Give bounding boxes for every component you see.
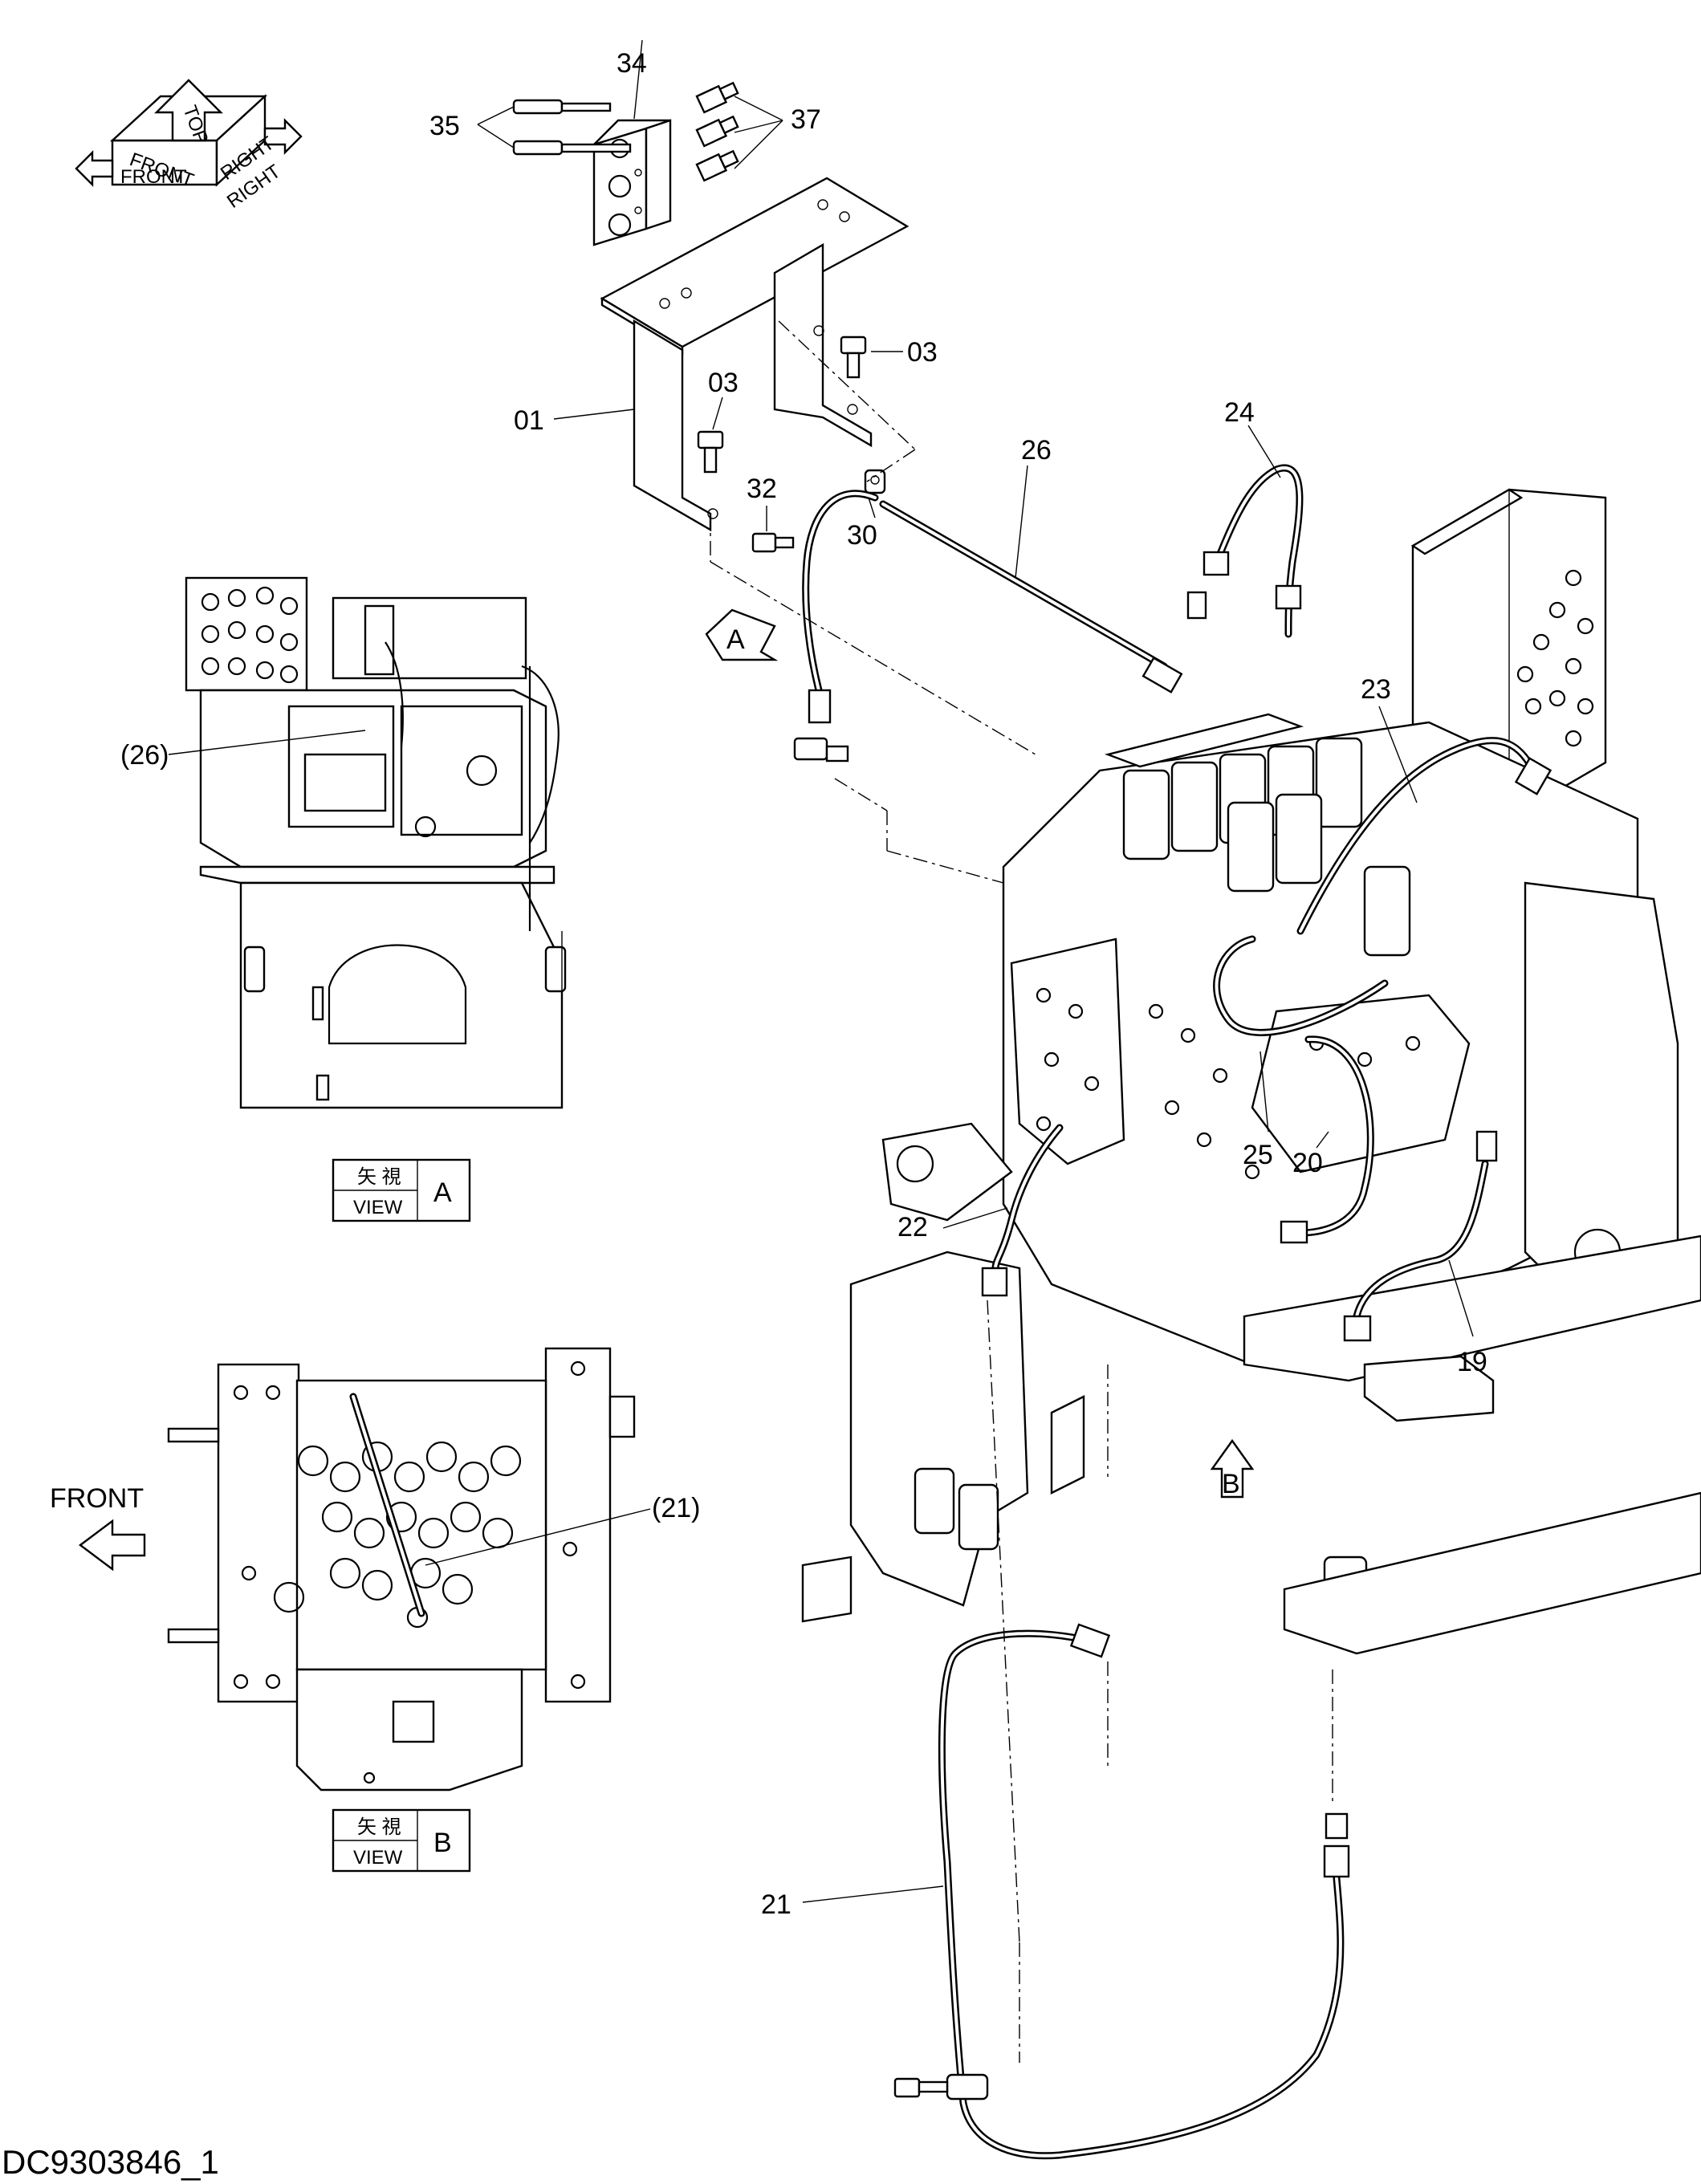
drawing-id: DC9303846_1: [2, 2143, 219, 2181]
orientation-front-label-2: FRONT: [120, 166, 187, 188]
callout-22: 22: [897, 1212, 928, 1242]
view-b-front-label: FRONT: [50, 1483, 144, 1514]
hose-25: [1213, 935, 1389, 1036]
callout-24: 24: [1224, 397, 1255, 428]
bolt-32: [751, 532, 795, 553]
hose-26: [793, 490, 1183, 763]
bracket-01: [600, 177, 910, 532]
hose-19: [1343, 1130, 1498, 1342]
view-a-caption: 矢 視 VIEW A: [332, 1158, 471, 1222]
hose-20: [1280, 1035, 1374, 1244]
view-b-caption: 矢 視 VIEW B: [332, 1808, 471, 1873]
callout-23: 23: [1361, 674, 1391, 705]
view-b-view-label: VIEW: [353, 1847, 403, 1869]
clamp-30: [864, 469, 886, 494]
hose-21: [893, 1623, 1350, 2160]
callout-25: 25: [1243, 1140, 1273, 1170]
hose-24: [1186, 464, 1304, 638]
bolts-35: [512, 99, 632, 156]
view-marker-a-letter: A: [726, 624, 745, 655]
view-b-front-arrow: FRONT: [50, 1483, 146, 1572]
control-valve-assembly: [801, 488, 1701, 1655]
callout-03-b: 03: [907, 337, 938, 368]
spool-caps: [1122, 737, 1411, 957]
view-marker-b: B: [1210, 1438, 1255, 1499]
pilot-ports: [1516, 569, 1594, 747]
view-marker-a: A: [705, 608, 779, 661]
view-a-ref-label: (26): [120, 740, 169, 771]
view-b-inset: (21): [167, 1347, 700, 1792]
hose-23: [1296, 737, 1552, 935]
view-marker-b-letter: B: [1222, 1469, 1240, 1499]
callout-19: 19: [1457, 1347, 1487, 1377]
view-a-view-label: VIEW: [353, 1197, 403, 1218]
view-b-kanji: 矢 視: [357, 1816, 401, 1838]
view-b-letter: B: [433, 1828, 452, 1858]
callout-30: 30: [847, 520, 877, 551]
orientation-symbol: TOP FRONT RIGHT FRONT RIGHT: [75, 79, 303, 213]
view-a-letter: A: [433, 1177, 452, 1208]
callout-20: 20: [1292, 1148, 1323, 1178]
callout-03-a: 03: [708, 368, 739, 398]
callout-32: 32: [747, 474, 777, 504]
callout-37: 37: [791, 104, 821, 135]
callout-21: 21: [761, 1889, 791, 1920]
view-a-inset: (26): [120, 576, 567, 1109]
bolt-03-b: [840, 336, 867, 379]
phantom-lines: [710, 320, 1333, 2063]
callout-34: 34: [617, 48, 647, 79]
hose-22: [981, 1124, 1064, 1297]
block-34: [592, 119, 672, 246]
fittings-37: [695, 81, 739, 182]
callout-26: 26: [1021, 435, 1052, 466]
bolt-03-a: [697, 430, 724, 474]
view-a-kanji: 矢 視: [357, 1166, 401, 1188]
callout-35: 35: [429, 111, 460, 141]
view-b-ref-label: (21): [652, 1493, 700, 1523]
callout-01: 01: [514, 405, 544, 436]
